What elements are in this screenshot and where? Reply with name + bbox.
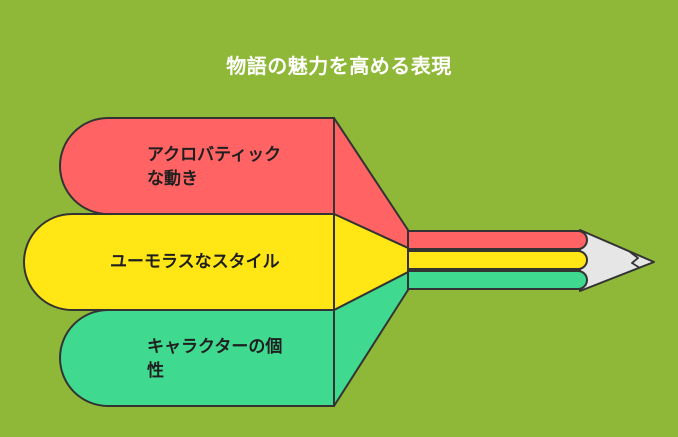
item-1-label-line1: アクロバティック (147, 145, 282, 165)
item-3-label-line2: 性 (147, 361, 164, 381)
item-2-band (407, 250, 588, 270)
item-2-label-line1: ユーモラスなスタイル (110, 252, 280, 272)
item-1-label: アクロバティック な動き (147, 143, 317, 191)
item-3-label: キャラクターの個 性 (147, 335, 317, 383)
item-2-label: ユーモラスなスタイル (110, 250, 330, 274)
diagram-title: 物語の魅力を高める表現 (226, 54, 452, 78)
item-3-label-line1: キャラクターの個 (147, 337, 283, 357)
pencil-tip-mark-icon (629, 251, 641, 269)
pencil-tip-icon (579, 229, 655, 292)
item-3-band (407, 270, 588, 290)
item-3-shape (59, 309, 335, 407)
item-1-band (407, 230, 588, 250)
item-1-label-line2: な動き (147, 169, 198, 189)
item-2-shape (23, 213, 335, 311)
